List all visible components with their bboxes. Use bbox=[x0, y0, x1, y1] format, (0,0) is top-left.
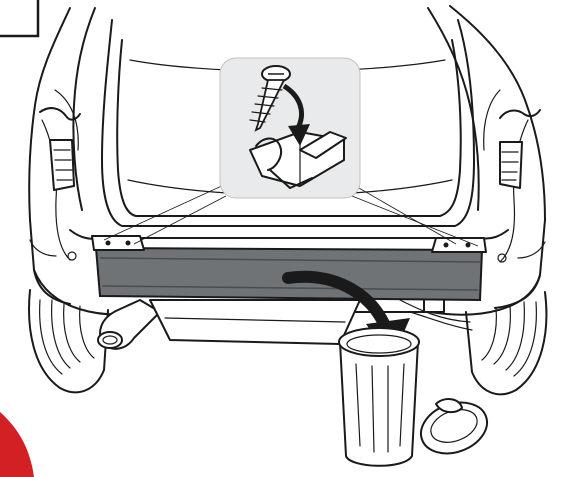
callout-magnifier bbox=[220, 58, 360, 198]
corner-step-box bbox=[0, 0, 38, 36]
trash-can-icon bbox=[339, 328, 494, 466]
bumper-beam bbox=[92, 236, 486, 300]
warning-corner bbox=[0, 412, 34, 477]
trash-lid bbox=[414, 394, 494, 462]
